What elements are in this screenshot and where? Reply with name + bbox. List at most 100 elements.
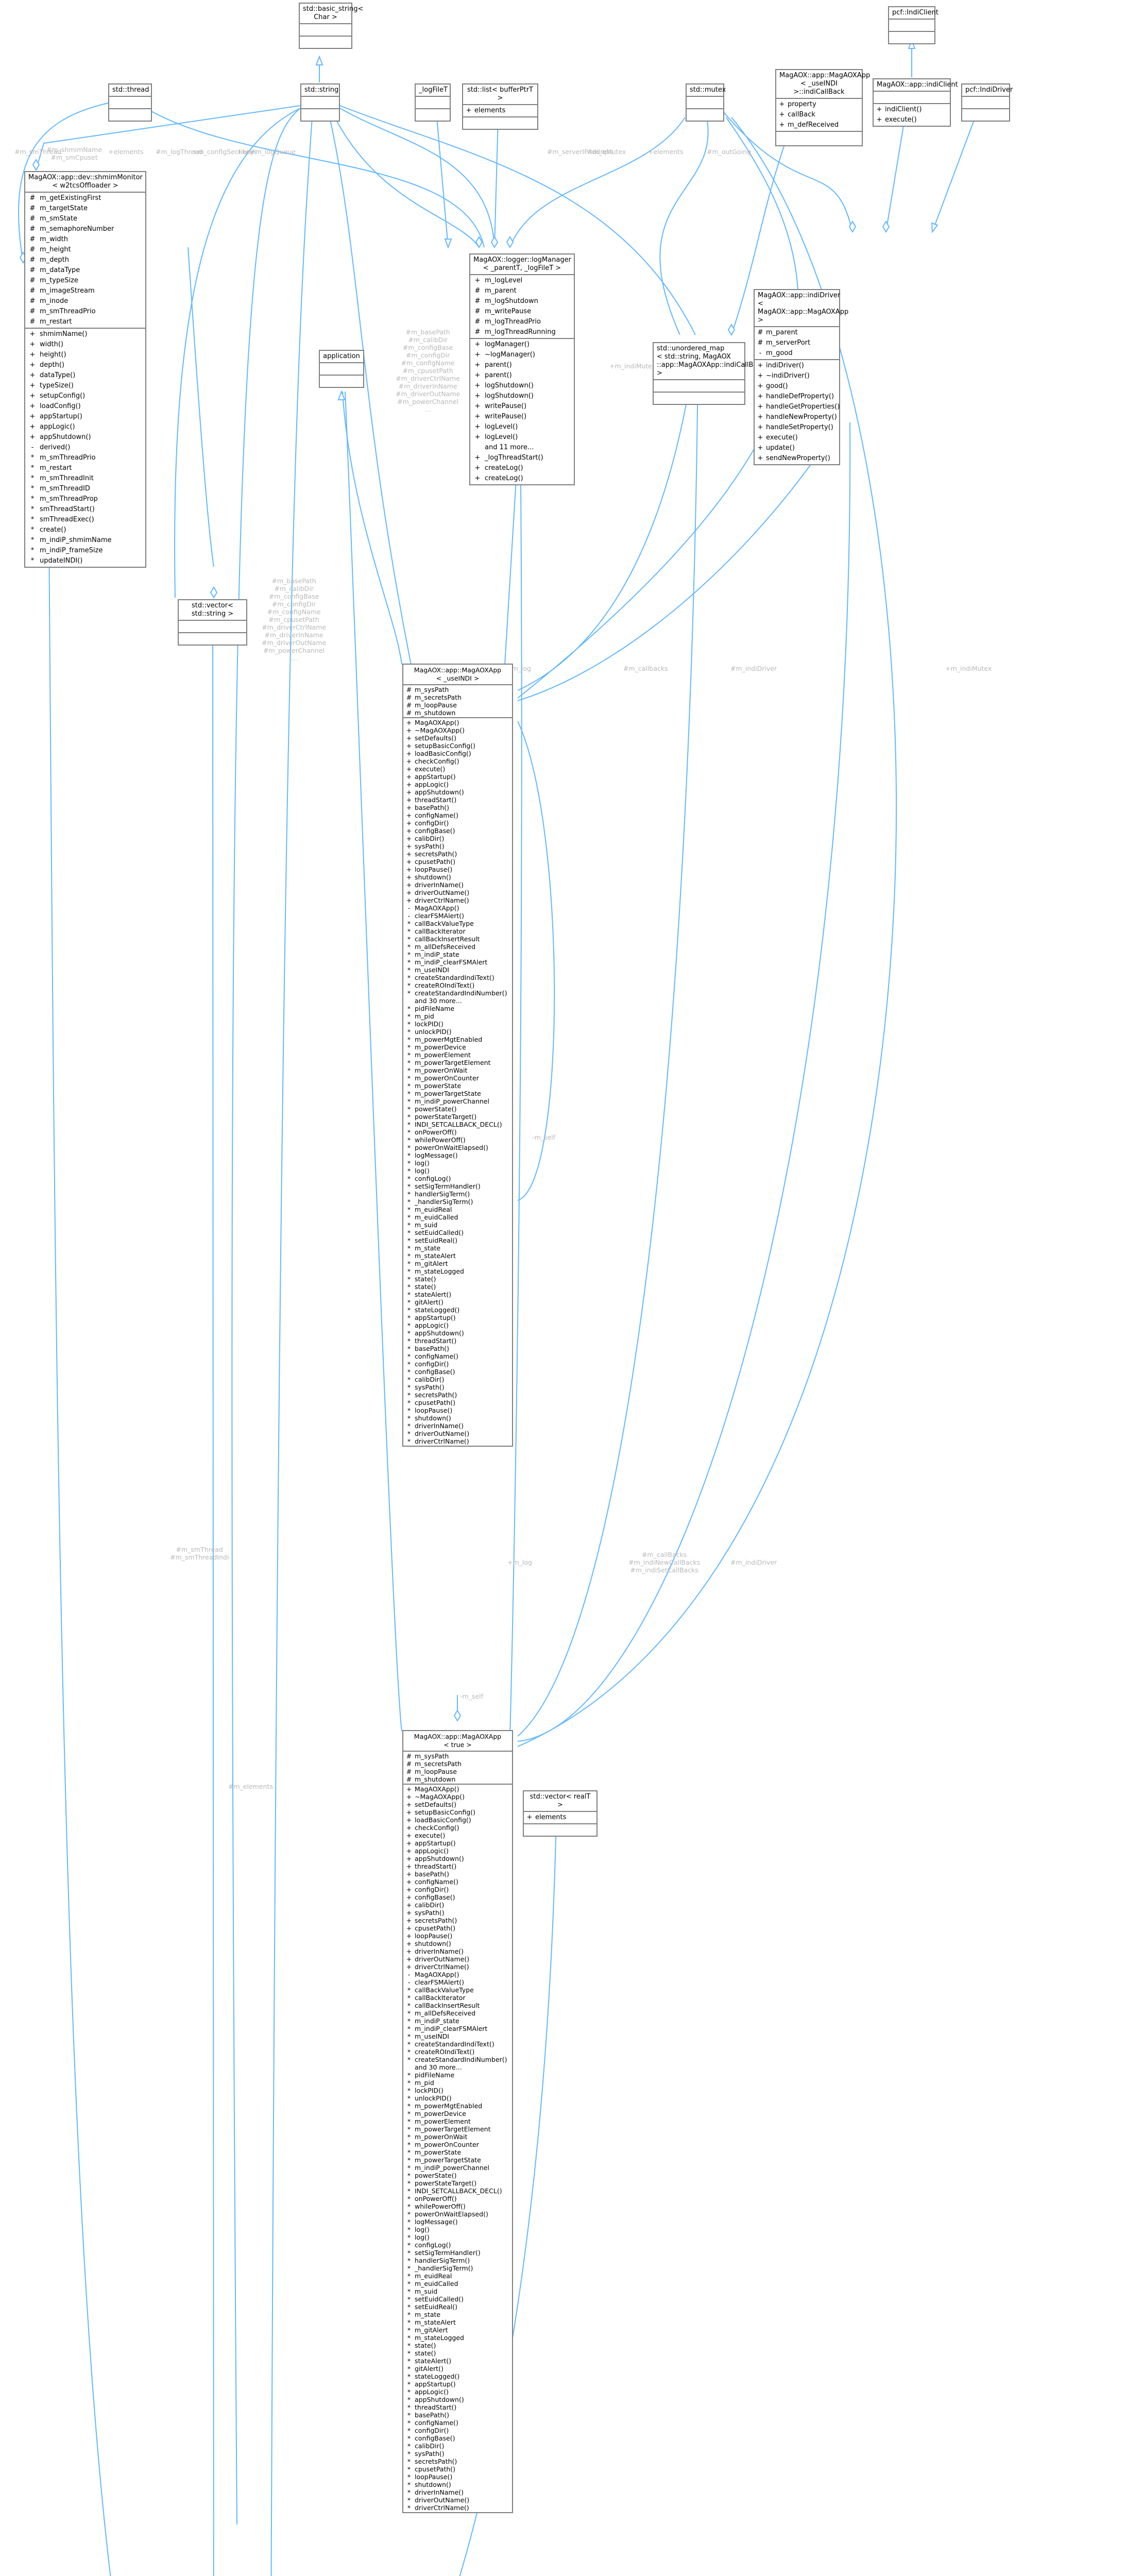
method-row[interactable]: *m_powerMgtEnabled xyxy=(403,1036,512,1043)
method-row[interactable]: *updateINDI() xyxy=(25,556,145,566)
method-row[interactable]: *secretsPath() xyxy=(403,1391,512,1399)
method-row[interactable]: *m_euidCalled xyxy=(403,2280,512,2287)
method-row[interactable]: *configName() xyxy=(403,2419,512,2427)
method-row[interactable]: +createLog() xyxy=(470,473,574,484)
method-row[interactable]: +writePause() xyxy=(470,401,574,412)
method-row[interactable]: +driverInName() xyxy=(403,881,512,889)
method-row[interactable]: *m_powerOnWait xyxy=(403,1066,512,1074)
method-row[interactable]: +typeSize() xyxy=(25,381,145,391)
method-row[interactable]: +setDefaults() xyxy=(403,1801,512,1808)
method-row[interactable]: *_handlerSigTerm() xyxy=(403,2264,512,2272)
attribute-row[interactable]: #m_inode xyxy=(25,296,145,307)
method-row[interactable]: *m_euidReal xyxy=(403,1206,512,1213)
method-row[interactable]: *setEuidCalled() xyxy=(403,1229,512,1236)
method-row[interactable]: *_handlerSigTerm() xyxy=(403,1198,512,1206)
method-row[interactable]: and 30 more... xyxy=(403,2063,512,2071)
method-row[interactable]: *m_powerMgtEnabled xyxy=(403,2102,512,2110)
class-node-pcf-indiclient[interactable]: pcf::IndiClient xyxy=(888,6,939,44)
method-row[interactable]: *basePath() xyxy=(403,1345,512,1352)
method-row[interactable]: *whilePowerOff() xyxy=(403,1136,512,1144)
method-row[interactable]: +~MagAOXApp() xyxy=(403,726,512,734)
method-row[interactable]: *m_allDefsReceived xyxy=(403,2009,512,2017)
method-row[interactable]: *threadStart() xyxy=(403,2403,512,2411)
attribute-row[interactable]: #m_semaphoreNumber xyxy=(25,224,145,234)
method-row[interactable]: +setupBasicConfig() xyxy=(403,742,512,750)
attribute-row[interactable]: +m_logLevel xyxy=(470,276,574,286)
method-row[interactable]: *createROIndiText() xyxy=(403,981,512,989)
method-row[interactable]: *createStandardIndiText() xyxy=(403,974,512,981)
method-row[interactable]: +sysPath() xyxy=(403,842,512,850)
method-row[interactable]: +logShutdown() xyxy=(470,381,574,391)
method-row[interactable]: *m_powerElement xyxy=(403,2117,512,2125)
method-row[interactable]: +handleSetProperty() xyxy=(755,422,839,433)
method-row[interactable]: *m_powerOnWait xyxy=(403,2133,512,2141)
method-row[interactable]: *driverInName() xyxy=(403,1422,512,1430)
method-row[interactable]: +secretsPath() xyxy=(403,850,512,858)
attribute-row[interactable]: #m_writePause xyxy=(470,307,574,317)
method-row[interactable]: *loopPause() xyxy=(403,2473,512,2481)
method-row[interactable]: *shutdown() xyxy=(403,2481,512,2488)
method-row[interactable]: *m_powerOnCounter xyxy=(403,1074,512,1082)
method-row[interactable]: *lockPID() xyxy=(403,2087,512,2094)
method-row[interactable]: *configLog() xyxy=(403,1175,512,1182)
attribute-row[interactable]: #m_smState xyxy=(25,214,145,224)
method-row[interactable]: *basePath() xyxy=(403,2411,512,2419)
method-row[interactable]: +~logManager() xyxy=(470,350,574,360)
method-row[interactable]: *stateLogged() xyxy=(403,1306,512,1314)
method-row[interactable]: *callBackIterator xyxy=(403,927,512,935)
method-row[interactable]: *state() xyxy=(403,1283,512,1291)
class-node-magaoxapp-useindi[interactable]: MagAOX::app::MagAOXApp < _useINDI > #m_s… xyxy=(402,664,513,1447)
method-row[interactable]: +~indiDriver() xyxy=(755,371,839,381)
method-row[interactable]: +handleDefProperty() xyxy=(755,392,839,402)
method-row[interactable]: *callBackIterator xyxy=(403,1994,512,2002)
method-row[interactable]: *m_indiP_powerChannel xyxy=(403,1097,512,1105)
method-row[interactable]: *smThreadStart() xyxy=(25,504,145,515)
method-row[interactable]: *pidFileName xyxy=(403,1005,512,1012)
attribute-row[interactable]: #m_loopPause xyxy=(403,701,512,709)
method-row[interactable]: *calibDir() xyxy=(403,1376,512,1383)
method-row[interactable]: *m_suid xyxy=(403,2287,512,2295)
method-row[interactable]: *pidFileName xyxy=(403,2071,512,2079)
method-row[interactable]: +driverCtrlName() xyxy=(403,896,512,904)
attribute-row[interactable]: #m_shutdown xyxy=(403,1775,512,1783)
method-row[interactable]: *m_stateLogged xyxy=(403,2334,512,2342)
method-row[interactable]: +depth() xyxy=(25,360,145,370)
method-row[interactable]: *m_gitAlert xyxy=(403,2326,512,2334)
attribute-row[interactable]: -m_good xyxy=(755,348,839,359)
method-row[interactable]: *powerState() xyxy=(403,2172,512,2179)
method-row[interactable]: -MagAOXApp() xyxy=(403,1971,512,1978)
method-row[interactable]: *driverInName() xyxy=(403,2488,512,2496)
method-row[interactable]: +MagAOXApp() xyxy=(403,719,512,726)
method-row[interactable]: *m_powerElement xyxy=(403,1051,512,1059)
method-row[interactable]: *onPowerOff() xyxy=(403,1128,512,1136)
method-row[interactable]: *create() xyxy=(25,525,145,535)
attribute-row[interactable]: #m_width xyxy=(25,234,145,245)
method-row[interactable]: +shutdown() xyxy=(403,873,512,881)
method-row[interactable]: +handleGetProperties() xyxy=(755,402,840,412)
method-row[interactable]: *m_useINDI xyxy=(403,966,512,974)
method-row[interactable]: +logLevel() xyxy=(470,432,574,443)
method-row[interactable]: *m_stateAlert xyxy=(403,2318,512,2326)
attribute-row[interactable]: +elements xyxy=(466,107,506,114)
attribute-row[interactable]: #m_dataType xyxy=(25,265,145,276)
method-row[interactable]: *m_powerTargetElement xyxy=(403,2125,512,2133)
method-row[interactable]: -clearFSMAlert() xyxy=(403,1978,512,1986)
method-row[interactable]: +loadBasicConfig() xyxy=(403,1816,512,1824)
method-row[interactable]: +indiDriver() xyxy=(755,361,839,371)
method-row[interactable]: *m_suid xyxy=(403,1221,512,1229)
method-row[interactable]: *loopPause() xyxy=(403,1406,512,1414)
method-row[interactable]: +basePath() xyxy=(403,1870,512,1878)
method-row[interactable]: *callBackValueType xyxy=(403,920,512,927)
method-row[interactable]: *m_allDefsReceived xyxy=(403,943,512,951)
method-row[interactable]: *driverCtrlName() xyxy=(403,2504,512,2512)
method-row[interactable]: *powerStateTarget() xyxy=(403,2179,512,2187)
method-row[interactable]: +cpusetPath() xyxy=(403,858,512,866)
method-row[interactable]: *logMessage() xyxy=(403,1151,512,1159)
method-row[interactable]: *m_smThreadPrio xyxy=(25,453,145,463)
method-row[interactable]: +driverOutName() xyxy=(403,889,512,896)
method-row[interactable]: *powerStateTarget() xyxy=(403,1113,512,1121)
method-row[interactable]: *powerState() xyxy=(403,1105,512,1113)
method-row[interactable]: *whilePowerOff() xyxy=(403,2202,512,2210)
method-row[interactable]: +appStartup() xyxy=(403,773,512,781)
method-row[interactable]: *configBase() xyxy=(403,1368,512,1376)
